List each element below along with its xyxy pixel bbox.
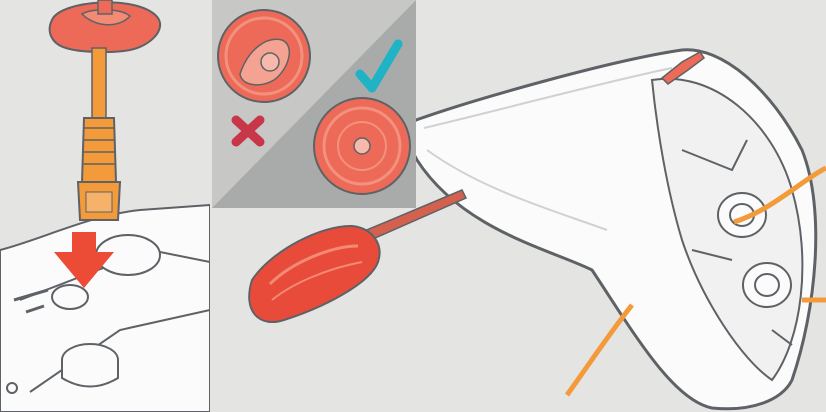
membrane-comparison — [212, 0, 416, 208]
membrane-right — [314, 98, 410, 194]
cable-insertion-panel — [0, 0, 210, 412]
cable-lower — [567, 305, 632, 395]
network-cable — [92, 48, 106, 120]
cable-insertion-drawing — [0, 0, 210, 412]
membrane-hole — [52, 285, 88, 309]
screwdriver-icon — [249, 226, 379, 322]
membrane-inset — [212, 0, 416, 208]
membrane-wrong — [218, 10, 310, 102]
